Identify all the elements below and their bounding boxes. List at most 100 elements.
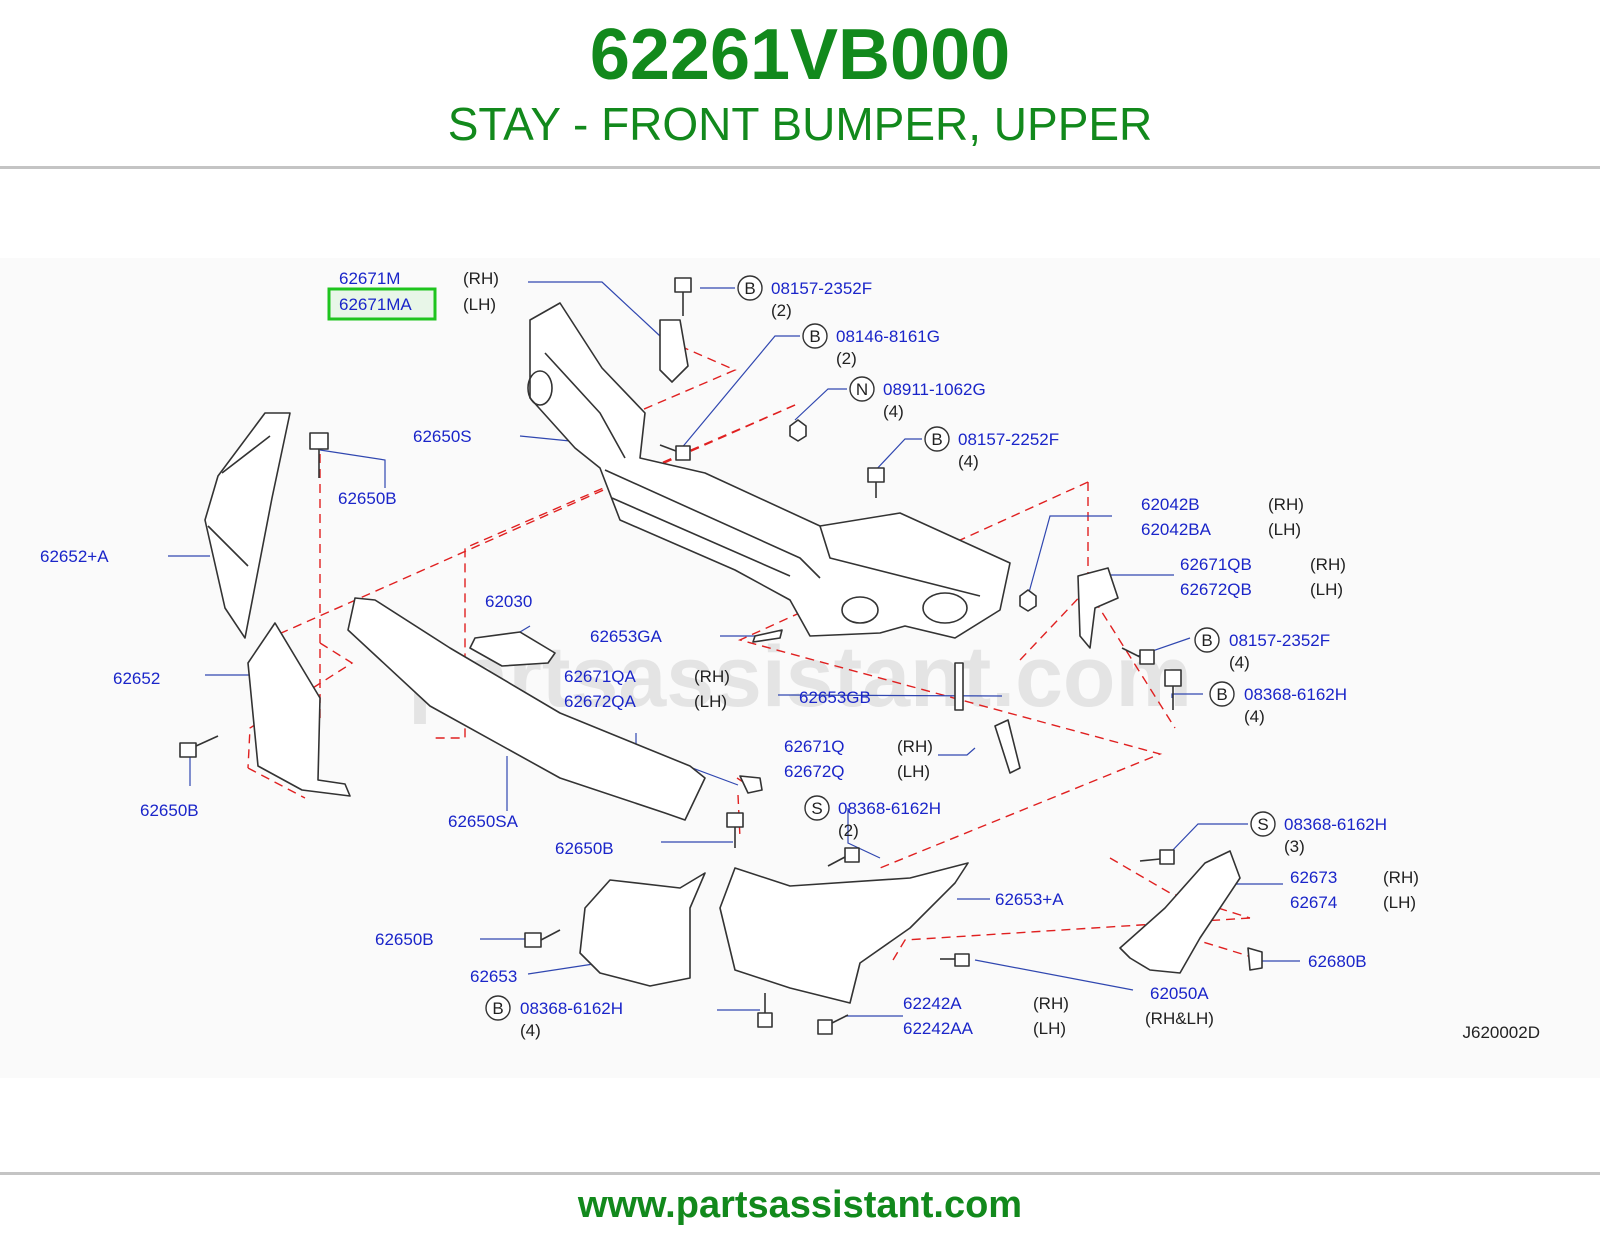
- right-side-bracket: [1119, 850, 1241, 974]
- leader-lines: [168, 281, 1300, 1017]
- side-label: (RH): [1268, 495, 1304, 514]
- side-label: (LH): [1310, 580, 1343, 599]
- bolt-icon: [179, 277, 1182, 1035]
- part-label[interactable]: 62650B: [338, 489, 397, 508]
- part-label[interactable]: 62671Q: [784, 737, 845, 756]
- hardware-part-number[interactable]: 08911-1062G: [883, 380, 986, 399]
- part-label[interactable]: 62650B: [555, 839, 614, 858]
- side-label: (LH): [1268, 520, 1301, 539]
- prefix-circles: [485, 275, 1276, 1021]
- part-label[interactable]: 62030: [485, 592, 532, 611]
- part-label[interactable]: 62042BA: [1141, 520, 1212, 539]
- figure-code: J620002D: [1462, 1023, 1540, 1042]
- bumper-fascia-upper: [347, 597, 706, 821]
- hardware-prefix: B: [1216, 685, 1227, 704]
- part-label[interactable]: 62650SA: [448, 812, 519, 831]
- part-label[interactable]: 62653GA: [590, 627, 662, 646]
- hardware-prefix: B: [492, 999, 503, 1018]
- part-description: STAY - FRONT BUMPER, UPPER: [447, 98, 1153, 150]
- hardware-prefix: B: [931, 430, 942, 449]
- reinforcement-beam: [529, 302, 1011, 639]
- hardware-part-number[interactable]: 08146-8161G: [836, 327, 940, 346]
- part-label[interactable]: 62650B: [375, 930, 434, 949]
- hardware-quantity: (4): [1244, 707, 1265, 726]
- bracket-62671QA: [739, 775, 763, 794]
- header-divider: [0, 166, 1600, 169]
- side-label: (LH): [1383, 893, 1416, 912]
- part-label[interactable]: 62242A: [903, 994, 962, 1013]
- pad-62653GA: [752, 629, 783, 643]
- part-label[interactable]: 62672QA: [564, 692, 636, 711]
- hardware-part-number[interactable]: 08157-2352F: [771, 279, 872, 298]
- part-label[interactable]: 62680B: [1308, 952, 1367, 971]
- hardware-part-number[interactable]: 08368-6162H: [838, 799, 941, 818]
- part-label[interactable]: 62652+A: [40, 547, 109, 566]
- part-label-highlighted[interactable]: 62671MA: [339, 295, 412, 314]
- side-label: (RH): [897, 737, 933, 756]
- side-label: (LH): [694, 692, 727, 711]
- part-label[interactable]: 62050A: [1150, 984, 1209, 1003]
- bumper-fascia-lower: [719, 862, 969, 1004]
- hardware-quantity: (3): [1284, 837, 1305, 856]
- hardware-prefix: S: [1257, 815, 1268, 834]
- part-label[interactable]: 62674: [1290, 893, 1337, 912]
- nut-icon: [789, 419, 1037, 612]
- part-label[interactable]: 62650S: [413, 427, 472, 446]
- hardware-part-number[interactable]: 08368-6162H: [1244, 685, 1347, 704]
- side-label: (LH): [1033, 1019, 1066, 1038]
- hardware-part-number[interactable]: 08368-6162H: [1284, 815, 1387, 834]
- hardware-prefix: N: [856, 380, 868, 399]
- side-label: (RH&LH): [1145, 1009, 1214, 1028]
- part-label[interactable]: 62652: [113, 669, 160, 688]
- parts-artwork: [179, 277, 1263, 1035]
- hardware-quantity: (2): [836, 349, 857, 368]
- beam-hole: [922, 592, 968, 624]
- exploded-parts-diagram: partsassistant.com: [0, 258, 1600, 1078]
- front-corner-piece: [579, 872, 706, 987]
- hardware-prefix: B: [744, 279, 755, 298]
- part-label[interactable]: 62242AA: [903, 1019, 974, 1038]
- hardware-quantity: (4): [1229, 653, 1250, 672]
- part-label[interactable]: 62671M: [339, 269, 400, 288]
- beam-hole: [527, 370, 553, 406]
- side-label: (LH): [897, 762, 930, 781]
- footer-website-link[interactable]: www.partsassistant.com: [577, 1184, 1023, 1226]
- hardware-prefix: B: [1201, 631, 1212, 650]
- side-label: (RH): [694, 667, 730, 686]
- side-label: (LH): [463, 295, 496, 314]
- part-label[interactable]: 62671QB: [1180, 555, 1252, 574]
- part-label[interactable]: 62672QB: [1180, 580, 1252, 599]
- hardware-quantity: (2): [838, 821, 859, 840]
- part-labels: 62671M (RH) 62671MA (LH) 62650S 62650B 6…: [40, 269, 1540, 1042]
- hardware-quantity: (4): [958, 452, 979, 471]
- hardware-quantity: (4): [520, 1021, 541, 1040]
- left-side-bracket: [247, 622, 351, 797]
- part-label[interactable]: 62673: [1290, 868, 1337, 887]
- part-label[interactable]: 62653+A: [995, 890, 1064, 909]
- side-label: (RH): [1033, 994, 1069, 1013]
- part-label[interactable]: 62653: [470, 967, 517, 986]
- footer-divider: [0, 1172, 1600, 1175]
- part-number-title: 62261VB000: [589, 15, 1011, 95]
- part-label[interactable]: 62671QA: [564, 667, 636, 686]
- pad-62653GB: [954, 662, 964, 711]
- bracket-62671Q: [994, 719, 1021, 774]
- hardware-prefix: S: [811, 799, 822, 818]
- part-label[interactable]: 62042B: [1141, 495, 1200, 514]
- hardware-part-number[interactable]: 08157-2252F: [958, 430, 1059, 449]
- side-label: (RH): [1310, 555, 1346, 574]
- highlighted-part-box: [327, 287, 437, 321]
- hardware-quantity: (2): [771, 301, 792, 320]
- hardware-part-number[interactable]: 08157-2352F: [1229, 631, 1330, 650]
- license-plate-bracket: [469, 631, 556, 667]
- part-label[interactable]: 62653GB: [799, 688, 871, 707]
- clip-62680B: [1247, 947, 1263, 971]
- hardware-quantity: (4): [883, 402, 904, 421]
- part-label[interactable]: 62650B: [140, 801, 199, 820]
- part-label[interactable]: 62672Q: [784, 762, 845, 781]
- side-label: (RH): [463, 269, 499, 288]
- hardware-prefix: B: [809, 327, 820, 346]
- beam-hole: [841, 596, 879, 624]
- hardware-part-number[interactable]: 08368-6162H: [520, 999, 623, 1018]
- side-label: (RH): [1383, 868, 1419, 887]
